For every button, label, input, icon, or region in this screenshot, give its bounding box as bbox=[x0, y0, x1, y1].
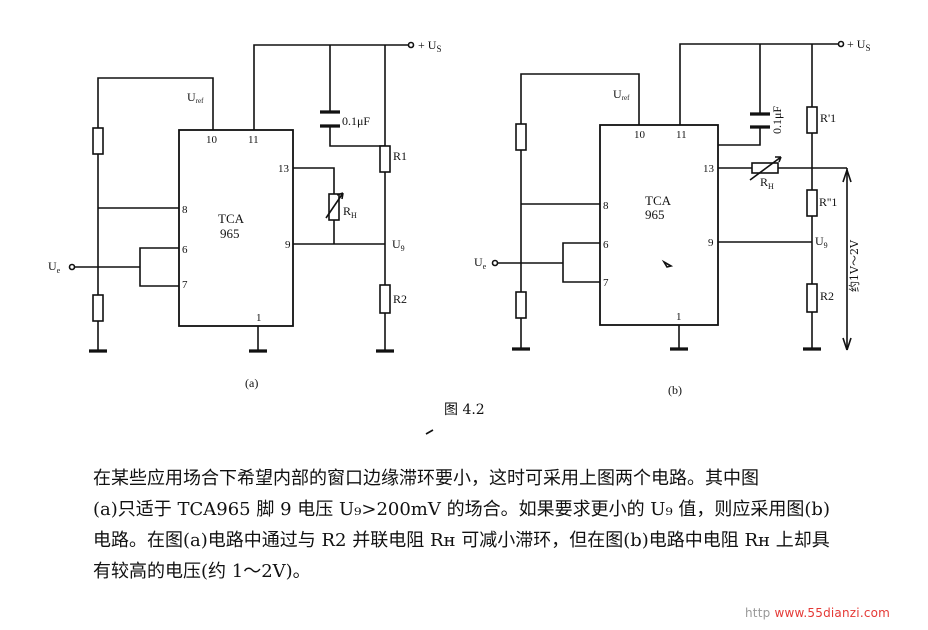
capacitor-a bbox=[320, 110, 340, 128]
watermark-site: www.55dianzi.com bbox=[774, 606, 891, 620]
pin-b-11: 11 bbox=[676, 129, 687, 141]
rh-arrow-b bbox=[749, 156, 782, 181]
r1p-label-b: R'1 bbox=[820, 111, 836, 125]
pin13-wire-a bbox=[293, 167, 335, 194]
pin-b-8: 8 bbox=[603, 200, 609, 212]
cursor-mark-b bbox=[661, 259, 674, 268]
r1pp-label-b: R''1 bbox=[819, 195, 837, 209]
us-rail-b bbox=[679, 43, 838, 125]
cap-wire-a bbox=[329, 45, 385, 147]
ue-terminal-a bbox=[68, 263, 76, 271]
pin-a-6: 6 bbox=[182, 244, 188, 256]
r2-b bbox=[806, 283, 818, 313]
pin6-pin7-wire-a bbox=[139, 247, 179, 287]
cap-label-a: 0.1μF bbox=[342, 114, 370, 128]
r1pp-b bbox=[806, 189, 818, 217]
u9-label-b: U9 bbox=[815, 234, 828, 250]
chip-b-name: TCA bbox=[645, 193, 672, 208]
pin-a-10: 10 bbox=[206, 134, 218, 146]
pin-a-13: 13 bbox=[278, 163, 290, 175]
stray-mark bbox=[425, 429, 434, 435]
watermark-prefix: http bbox=[745, 606, 771, 620]
pin-b-9: 9 bbox=[708, 237, 714, 249]
rh-label-a: RH bbox=[343, 204, 357, 220]
watermark: http www.55dianzi.com bbox=[745, 606, 890, 620]
ue-label-b: Ue bbox=[474, 255, 487, 271]
pin-b-6: 6 bbox=[603, 239, 609, 251]
pin-a-7: 7 bbox=[182, 279, 188, 291]
u9-label-a: U9 bbox=[392, 237, 405, 253]
resistor-b-lower bbox=[515, 291, 527, 319]
us-terminal-a bbox=[407, 41, 415, 49]
body-line-3: 电路。在图(a)电路中通过与 R2 并联电阻 Rʜ 可减小滞环，但在图(b)电路… bbox=[93, 530, 830, 551]
uref-label-b: Uref bbox=[613, 87, 630, 102]
uref-line-a bbox=[97, 77, 214, 130]
body-paragraph: 在某些应用场合下希望内部的窗口边缘滞环要小，这时可采用上图两个电路。其中图 (a… bbox=[93, 463, 893, 587]
body-line-1: 在某些应用场合下希望内部的窗口边缘滞环要小，这时可采用上图两个电路。其中图 bbox=[93, 468, 759, 489]
tca965-chip-b bbox=[599, 124, 719, 326]
us-terminal-b bbox=[837, 40, 845, 48]
pin-b-10: 10 bbox=[634, 129, 646, 141]
us-label-a: + US bbox=[418, 38, 441, 54]
voltage-arrow-bottom-b bbox=[842, 337, 852, 351]
voltage-note-b: 约1V～2V bbox=[848, 239, 861, 292]
us-label-b: + US bbox=[847, 37, 870, 53]
circuit-b: TCA 965 10 11 13 8 6 7 9 1 + US Uref Ue bbox=[474, 37, 870, 397]
r1-label-a: R1 bbox=[393, 149, 407, 163]
ue-label-a: Ue bbox=[48, 259, 61, 275]
rh-label-b: RH bbox=[760, 175, 774, 191]
r1-a bbox=[379, 145, 391, 173]
pin-a-9: 9 bbox=[285, 239, 291, 251]
chip-b-number: 965 bbox=[645, 207, 665, 222]
figure-caption: 图 4.2 bbox=[444, 402, 485, 418]
circuit-diagram: TCA 965 10 11 13 8 6 7 9 1 + US Uref Ue bbox=[48, 37, 870, 435]
circuit-a: TCA 965 10 11 13 8 6 7 9 1 + US Uref Ue bbox=[48, 38, 441, 390]
r2-a bbox=[379, 284, 391, 314]
resistor-b-upper bbox=[515, 123, 527, 151]
chip-a-number: 965 bbox=[220, 226, 240, 241]
cap-wire-b bbox=[718, 44, 761, 146]
uref-label-a: Uref bbox=[187, 90, 204, 105]
r1p-b bbox=[806, 106, 818, 134]
voltage-arrow-top-b bbox=[842, 169, 852, 183]
us-rail-a bbox=[253, 44, 408, 130]
pin6-pin7-wire-b bbox=[562, 242, 600, 283]
pin-a-1: 1 bbox=[256, 312, 262, 324]
resistor-a-upper bbox=[92, 127, 104, 155]
r2-label-b: R2 bbox=[820, 289, 834, 303]
chip-a-name: TCA bbox=[218, 211, 245, 226]
tca965-chip-a bbox=[178, 129, 294, 327]
pin-a-8: 8 bbox=[182, 204, 188, 216]
r2-label-a: R2 bbox=[393, 292, 407, 306]
pin-b-1: 1 bbox=[676, 311, 682, 323]
sublabel-b: (b) bbox=[668, 383, 682, 397]
sublabel-a: (a) bbox=[245, 376, 258, 390]
capacitor-b bbox=[750, 112, 770, 129]
ue-terminal-b bbox=[491, 259, 499, 267]
body-line-2: (a)只适于 TCA965 脚 9 电压 U₉>200mV 的场合。如果要求更小… bbox=[93, 499, 830, 520]
pin-a-11: 11 bbox=[248, 134, 259, 146]
body-line-4: 有较高的电压(约 1～2V)。 bbox=[93, 561, 311, 582]
resistor-a-lower bbox=[92, 294, 104, 322]
pin-b-13: 13 bbox=[703, 163, 715, 175]
pin-b-7: 7 bbox=[603, 277, 609, 289]
cap-label-b: 0.1μF bbox=[770, 106, 784, 134]
uref-line-b bbox=[520, 73, 640, 125]
rh-arrow-a bbox=[325, 192, 344, 219]
